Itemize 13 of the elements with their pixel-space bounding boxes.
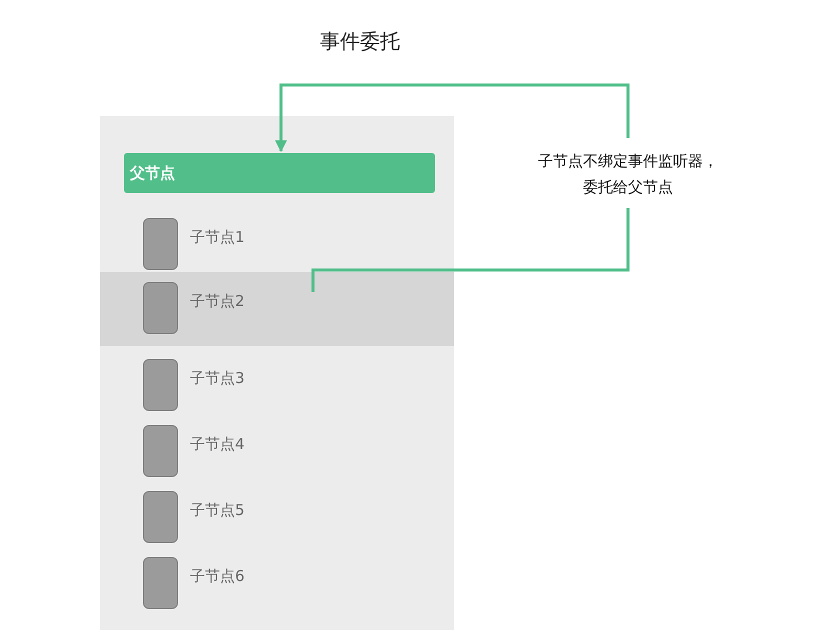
child-node-label: 子节点2 (190, 292, 245, 311)
highlighted-row (100, 272, 454, 346)
child-node-label: 子节点3 (190, 369, 245, 388)
child-node-label: 子节点1 (190, 228, 245, 247)
child-node-label: 子节点4 (190, 435, 245, 454)
child-node-label: 子节点6 (190, 567, 245, 586)
parent-node-bar: 父节点 (124, 153, 435, 193)
panel-background (100, 116, 454, 630)
arrow (275, 84, 630, 152)
annotation-text: 子节点不绑定事件监听器，委托给父节点 (533, 146, 723, 202)
diagram-title: 事件委托 (319, 28, 401, 55)
child-node-label: 子节点5 (190, 501, 245, 520)
connector-line (312, 208, 630, 292)
